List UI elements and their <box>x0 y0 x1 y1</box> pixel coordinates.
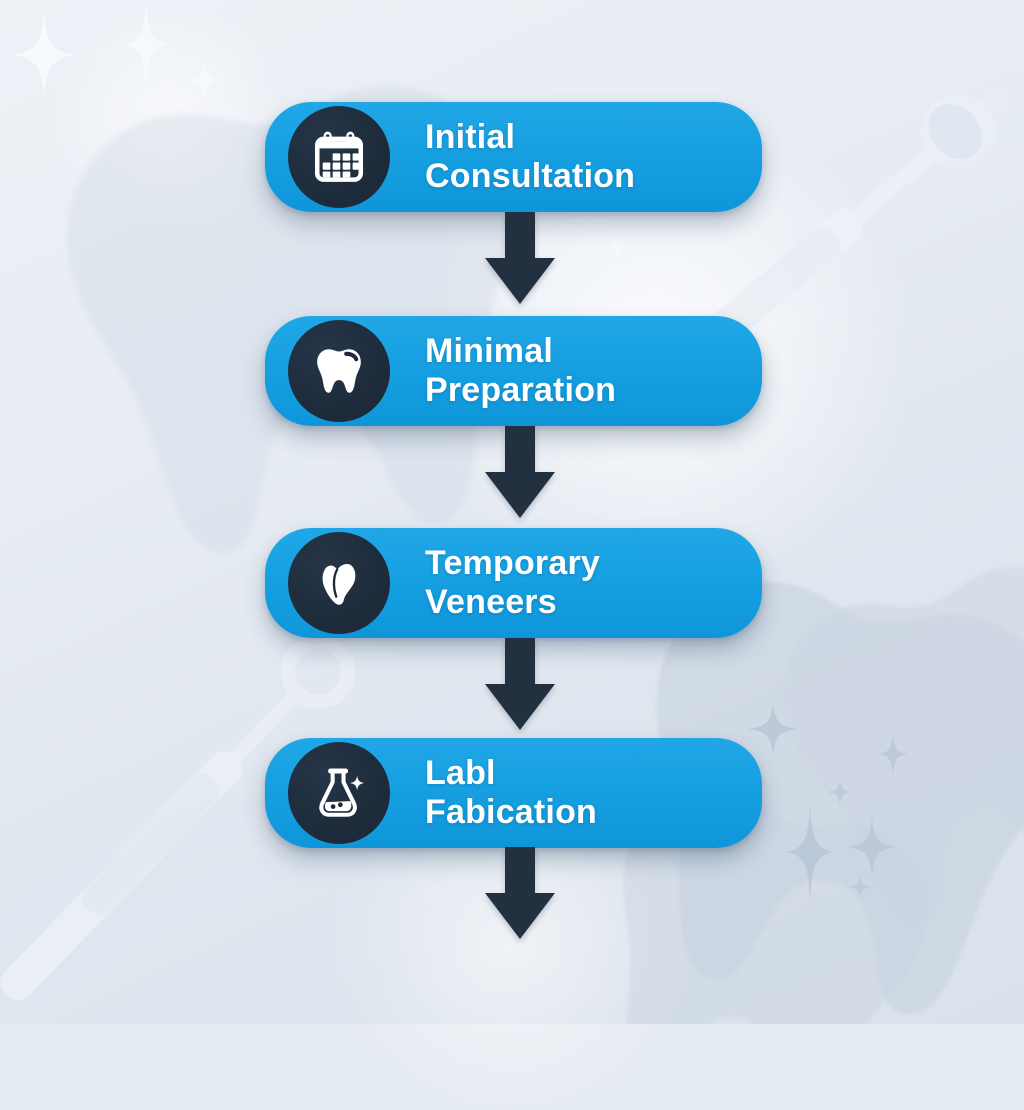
step-label: Minimal Preparation <box>425 332 616 410</box>
step-label-line2: Fabication <box>425 793 598 831</box>
icon-circle <box>288 320 390 422</box>
icon-circle <box>288 742 390 844</box>
icon-circle <box>288 532 390 634</box>
step-label: Labl Fabication <box>425 754 597 832</box>
dental-mirror-icon <box>0 635 355 1001</box>
down-arrow-icon <box>485 847 555 939</box>
flask-icon <box>319 768 365 817</box>
step-label-line1: Minimal <box>425 332 553 370</box>
step-label-line2: Consultation <box>425 157 636 195</box>
step-label-line2: Preparation <box>425 371 617 409</box>
step-label: Initial Consultation <box>425 118 635 196</box>
step-label-line1: Temporary <box>425 544 601 582</box>
icon-circle <box>288 106 390 208</box>
background-decorations <box>0 0 1024 1024</box>
down-arrow-icon <box>485 426 555 518</box>
calendar-icon <box>314 131 364 182</box>
step-label: Temporary Veneers <box>425 544 600 622</box>
flow-step-lab-fabrication: Labl Fabication <box>265 738 762 848</box>
step-label-line1: Initial <box>425 118 516 156</box>
tooth-icon <box>317 349 361 393</box>
flow-step-minimal-preparation: Minimal Preparation <box>265 316 762 426</box>
down-arrow-icon <box>485 212 555 304</box>
flow-step-initial-consultation: Initial Consultation <box>265 102 762 212</box>
step-label-line1: Labl <box>425 754 496 792</box>
flow-step-temporary-veneers: Temporary Veneers <box>265 528 762 638</box>
down-arrow-icon <box>485 638 555 730</box>
step-label-line2: Veneers <box>425 583 557 621</box>
veneer-icon <box>322 564 356 605</box>
